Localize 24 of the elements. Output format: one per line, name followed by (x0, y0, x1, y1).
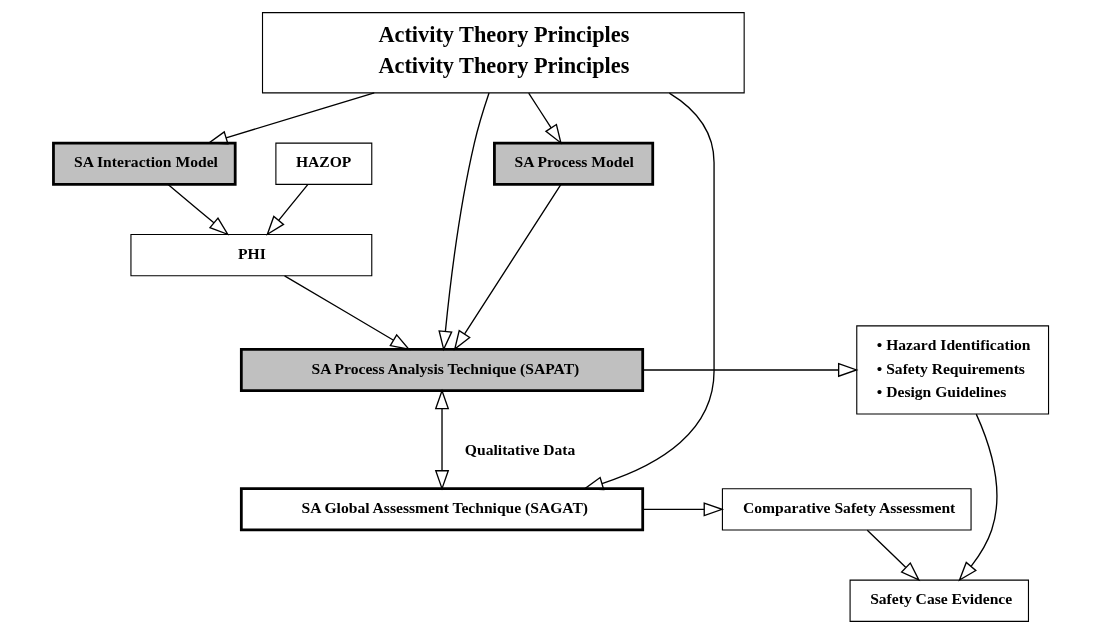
node-box: SA Global Assessment Technique (SAGAT) (239, 487, 644, 532)
arrow (527, 92, 562, 145)
node-box: Safety Case Evidence (849, 579, 1029, 622)
node-box: SA Process Model (492, 141, 654, 186)
node-box: HAZOP (274, 142, 372, 185)
node-box: Comparative Safety Assessment (721, 488, 972, 531)
arrow (166, 183, 229, 236)
node-box: Activity Theory Principles Activity Theory Principles (261, 12, 745, 94)
arrow (957, 413, 997, 582)
node-box: • Hazard Identification • Safety Requirements • Design Guidelines (855, 325, 1049, 415)
arrow (641, 362, 858, 378)
edge-label: Qualitative Data (464, 440, 575, 458)
arrow (434, 388, 449, 491)
arrow (641, 502, 724, 517)
arrow (206, 92, 375, 145)
arrow (265, 183, 308, 236)
arrow (283, 275, 411, 351)
node-box: SA Interaction Model (51, 141, 237, 186)
node-box: PHI (129, 233, 372, 277)
arrow (453, 183, 562, 351)
arrow (582, 92, 715, 491)
node-box: SA Process Analysis Technique (SAPAT) (239, 347, 644, 392)
arrow (866, 529, 920, 582)
arrow (437, 92, 490, 352)
